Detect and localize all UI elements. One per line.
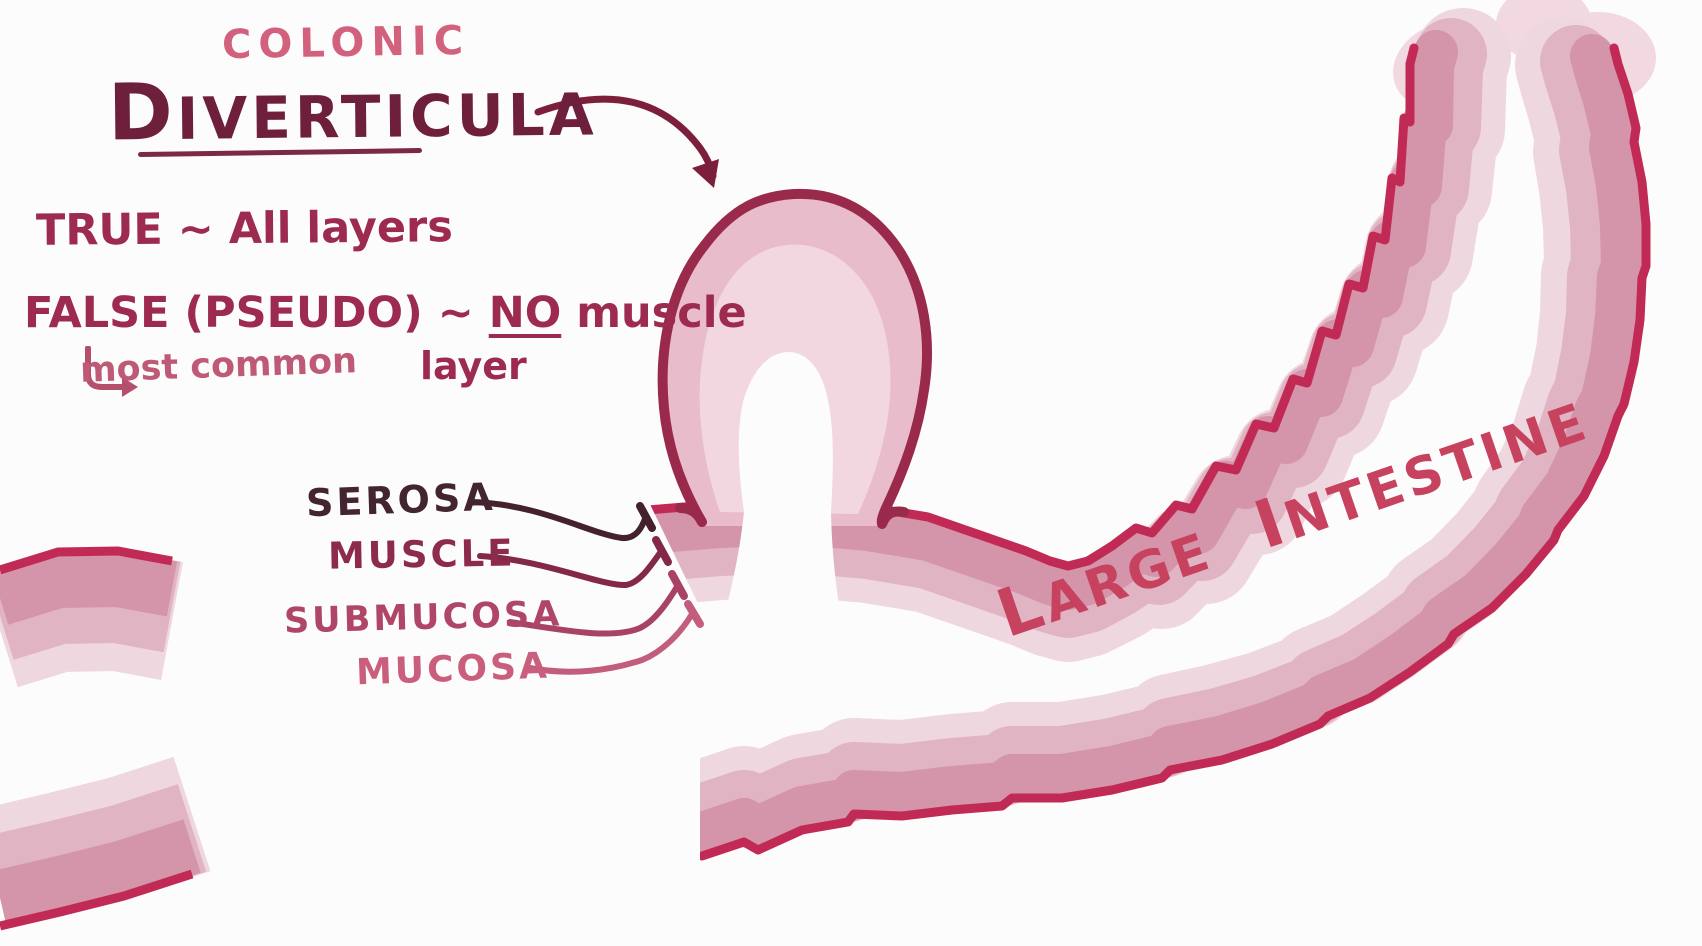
- title-arrow: [534, 95, 719, 188]
- colon-main-bottom-wall: [654, 17, 1651, 861]
- label-mucosa: MUCOSA: [355, 645, 551, 694]
- false-note-prefix: FALSE (PSEUDO) ~: [24, 288, 489, 338]
- diverticulum-pouch: [657, 188, 932, 680]
- colon-main-top-wall: [600, 8, 1511, 662]
- note-true-diverticula: TRUE ~ All layers: [35, 202, 454, 256]
- false-note-suffix: muscle: [561, 288, 747, 338]
- bottom-wall-cut-mask: [600, 692, 700, 946]
- note-false-diverticula: FALSE (PSEUDO) ~ NO muscle: [24, 288, 747, 338]
- false-note-no-emphasis: NO: [488, 288, 562, 338]
- note-false-wrap-layer: layer: [420, 344, 527, 388]
- colon-segment-left: [0, 546, 211, 931]
- label-serosa: SEROSA: [305, 474, 497, 526]
- label-muscle: MUSCLE: [327, 531, 516, 578]
- note-most-common: most common: [79, 341, 358, 397]
- most-common-text: most common: [79, 341, 358, 391]
- title-colonic: COLONIC: [221, 17, 471, 69]
- leader-lines: [469, 499, 695, 675]
- pouch-outline: [657, 188, 932, 529]
- title-diverticula: DIVERTICULA: [107, 67, 598, 159]
- label-submucosa: SUBMUCOSA: [283, 594, 563, 642]
- elbow-arrow-icon: [85, 346, 138, 397]
- pouch-lumen: [704, 352, 854, 680]
